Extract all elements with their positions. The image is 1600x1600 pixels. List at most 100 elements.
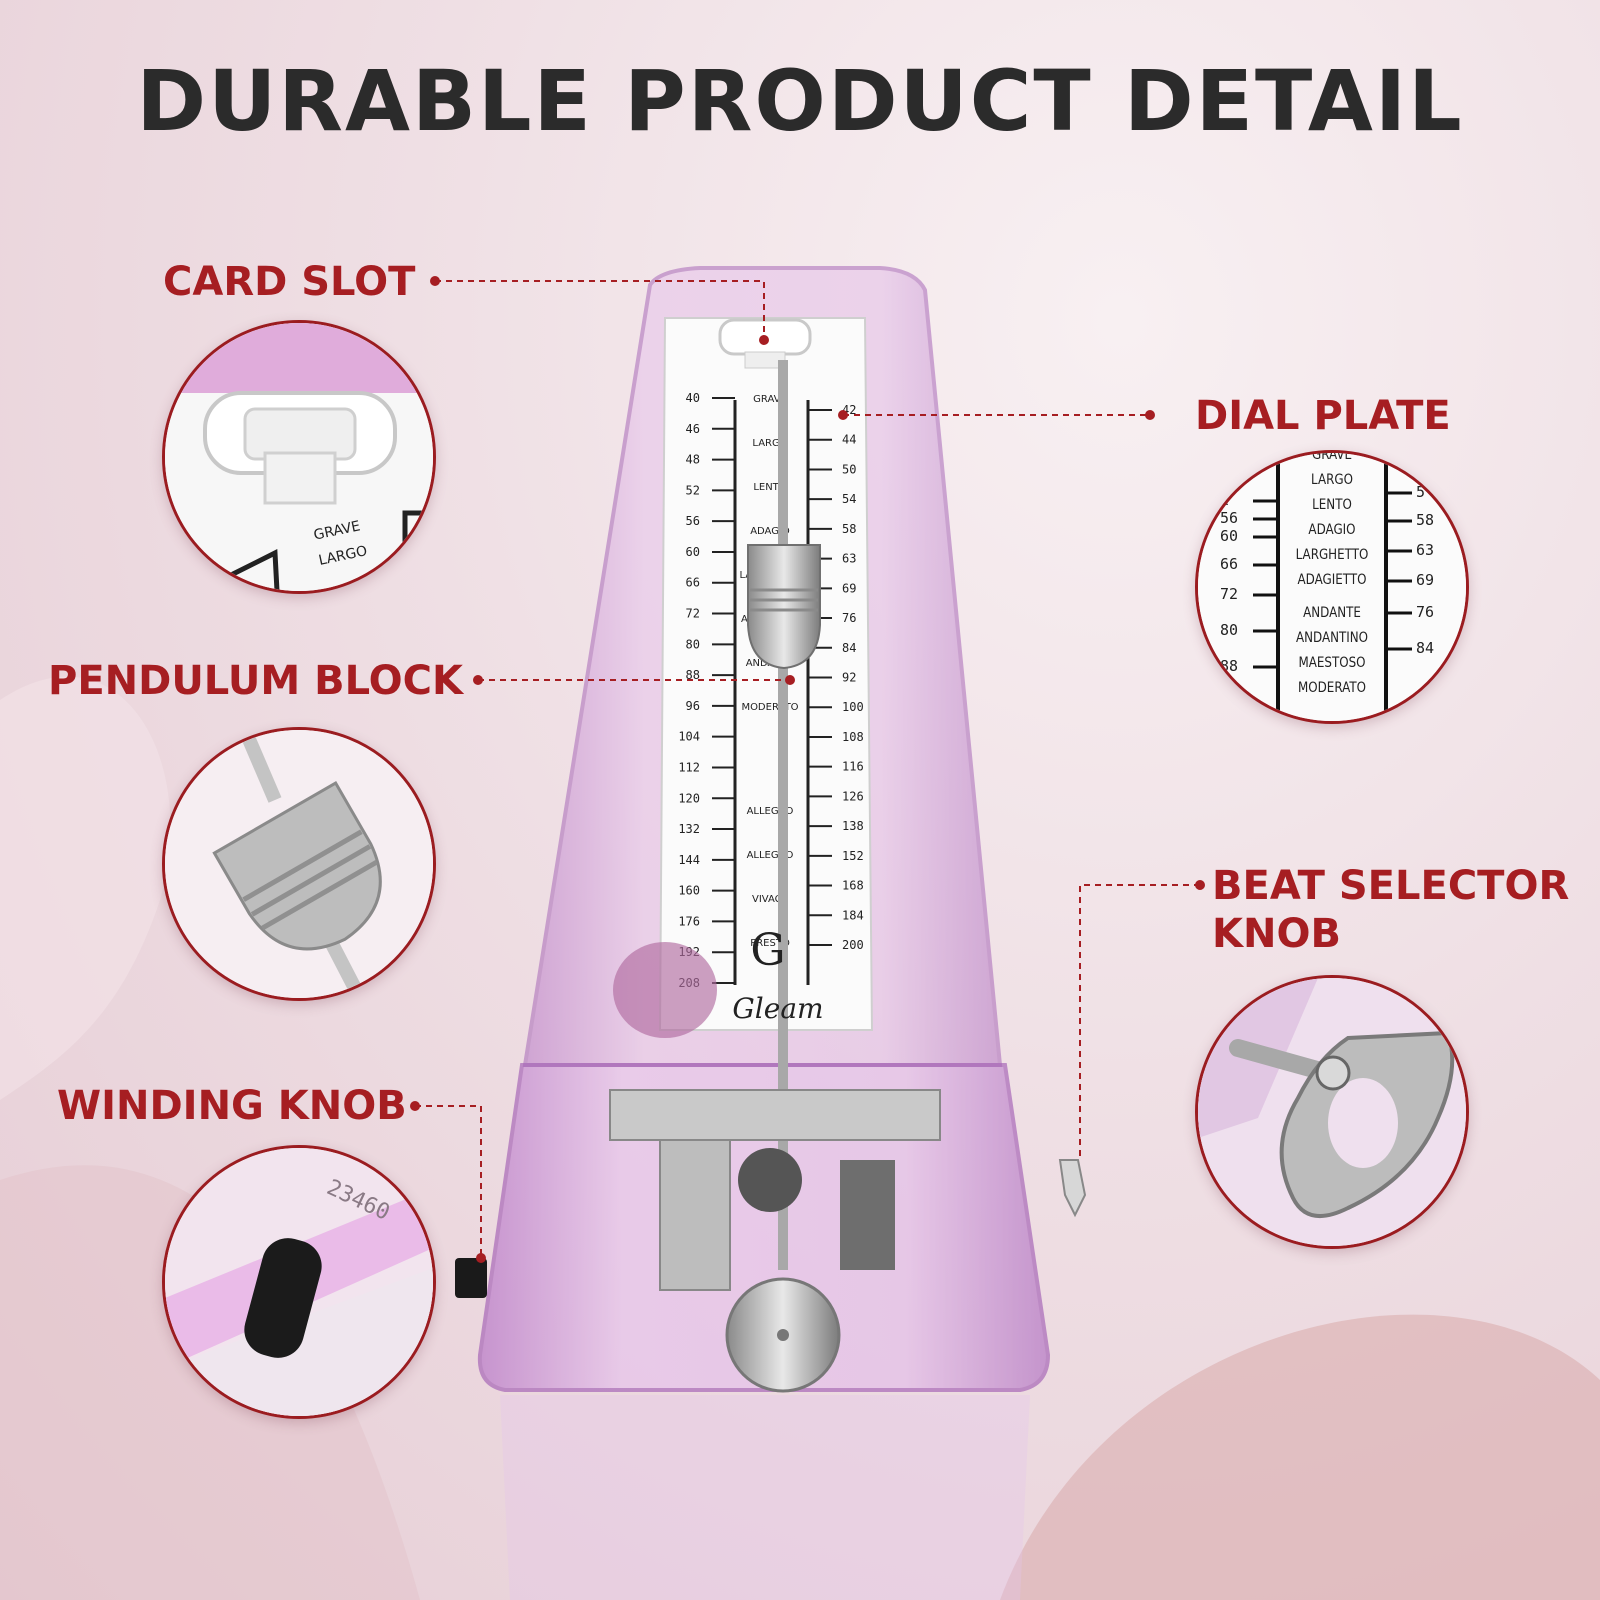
metronome-dial-plate bbox=[658, 317, 874, 1031]
dial-left-number: 88 bbox=[1220, 657, 1239, 675]
metronome-case-lower bbox=[477, 1063, 1051, 1392]
right-scale-number: 138 bbox=[842, 819, 864, 833]
metronome-bell bbox=[613, 942, 717, 1038]
metronome-tempo-word: ALLEGRO bbox=[747, 850, 794, 861]
left-scale-number: 96 bbox=[686, 699, 700, 713]
metronome-tempo-word: MODERATO bbox=[741, 702, 798, 713]
left-scale-number: 52 bbox=[686, 483, 700, 497]
right-scale-number: 84 bbox=[842, 641, 856, 655]
dial-left-number: 60 bbox=[1220, 527, 1239, 545]
dial-tempo-word: ANDANTINO bbox=[1295, 630, 1369, 646]
left-scale-number: 40 bbox=[686, 391, 700, 405]
metronome-tempo-word: PRESTO bbox=[750, 938, 790, 949]
dial-left-number: 66 bbox=[1220, 555, 1239, 573]
ribbon-shape-mid bbox=[0, 676, 171, 1100]
metronome-tempo-word: VIVACE bbox=[752, 894, 788, 905]
winding-knob-end-dot bbox=[476, 1253, 486, 1263]
right-scale-number: 116 bbox=[842, 760, 864, 774]
dial-plate-end-dot bbox=[838, 410, 848, 420]
dial-tempo-word: GRAVE bbox=[1311, 450, 1353, 463]
left-scale-number: 66 bbox=[686, 576, 700, 590]
winding-knob-detail-image bbox=[165, 1148, 433, 1416]
card-slot-detail-image bbox=[165, 323, 433, 591]
dial-tempo-word: ADAGIO bbox=[1308, 522, 1356, 538]
metronome-tempo-word: LARGO bbox=[752, 438, 787, 449]
metronome-reflection bbox=[500, 1395, 1030, 1600]
label-card-slot: CARD SLOT bbox=[163, 259, 416, 305]
dial-tempo-word: LARGO bbox=[1311, 472, 1353, 488]
pendulum-block-detail-image bbox=[165, 730, 433, 998]
page-title: DURABLE PRODUCT DETAIL bbox=[136, 52, 1464, 150]
left-scale-number: 48 bbox=[686, 453, 700, 467]
right-scale-number: 100 bbox=[842, 700, 864, 714]
dial-right-number: 58 bbox=[1416, 511, 1435, 529]
metronome-tempo-word: LENTO bbox=[753, 482, 786, 493]
left-scale-number: 80 bbox=[686, 637, 700, 651]
beat-selector-dot bbox=[1195, 880, 1205, 890]
right-scale-number: 76 bbox=[842, 611, 856, 625]
dial-right-number: 63 bbox=[1416, 541, 1435, 559]
winding-knob-detail-circle: 23460 bbox=[162, 1145, 436, 1419]
dial-right-number: 76 bbox=[1416, 603, 1435, 621]
left-scale-number: 132 bbox=[678, 822, 700, 836]
right-scale-number: 92 bbox=[842, 671, 856, 685]
left-scale-number: 112 bbox=[678, 760, 700, 774]
metronome-tempo-word: ADAGIO bbox=[750, 526, 790, 537]
metronome-gear bbox=[738, 1148, 802, 1212]
dial-tempo-word: ANDANTE bbox=[1303, 605, 1361, 621]
metronome-mechanism-plate bbox=[609, 1089, 941, 1141]
metronome-winding-knob[interactable] bbox=[455, 1258, 487, 1298]
metronome-spring-barrel bbox=[840, 1160, 895, 1270]
left-scale-number: 88 bbox=[686, 668, 700, 682]
left-scale-number: 144 bbox=[678, 853, 700, 867]
card-slot-dot bbox=[430, 276, 440, 286]
left-scale-number: 104 bbox=[678, 730, 700, 744]
dial-plate-dot bbox=[1145, 410, 1155, 420]
card-slot-line bbox=[435, 280, 765, 340]
right-scale-number: 69 bbox=[842, 581, 856, 595]
dial-tempo-word: ADAGIETTO bbox=[1297, 572, 1367, 588]
dial-left-number: 80 bbox=[1220, 621, 1239, 639]
dial-left-number: 56 bbox=[1220, 509, 1239, 527]
right-scale-number: 200 bbox=[842, 938, 864, 952]
right-scale-number: 152 bbox=[842, 849, 864, 863]
right-scale-number: 126 bbox=[842, 789, 864, 803]
dial-right-number: 84 bbox=[1416, 639, 1435, 657]
label-dial-plate: DIAL PLATE bbox=[1195, 393, 1451, 439]
right-scale-number: 63 bbox=[842, 552, 856, 566]
beat-selector-detail-circle bbox=[1195, 975, 1469, 1249]
dial-right-number: 5 bbox=[1416, 483, 1426, 501]
pendulum-block-dot bbox=[473, 675, 483, 685]
right-scale-number: 58 bbox=[842, 522, 856, 536]
beat-selector-line bbox=[1079, 884, 1200, 1160]
label-beat-selector-line2: KNOB bbox=[1212, 911, 1341, 957]
dial-left-number: 2 bbox=[1220, 491, 1230, 509]
metronome-brand: Gleam bbox=[732, 992, 823, 1025]
left-scale-number: 56 bbox=[686, 514, 700, 528]
metronome-right-ticks: 4244505458636976849210010811612613815216… bbox=[808, 403, 864, 952]
dial-left-number: 72 bbox=[1220, 585, 1239, 603]
left-scale-number: 160 bbox=[678, 884, 700, 898]
dial-tempo-word: MODERATO bbox=[1298, 680, 1366, 696]
right-scale-number: 108 bbox=[842, 730, 864, 744]
metronome-beat-selector-knob[interactable] bbox=[1058, 1159, 1087, 1218]
left-scale-number: 176 bbox=[678, 914, 700, 928]
beat-selector-detail-image bbox=[1198, 978, 1466, 1246]
metronome-mechanism-frame bbox=[659, 1139, 731, 1291]
left-scale-number: 72 bbox=[686, 607, 700, 621]
metronome-pendulum-block bbox=[747, 544, 821, 670]
card-slot-end-dot bbox=[759, 335, 769, 345]
metronome-left-ticks: 4046485256606672808896104112120132144160… bbox=[678, 391, 800, 990]
label-pendulum-block: PENDULUM BLOCK bbox=[48, 658, 463, 704]
dial-tempo-word: MAESTOSO bbox=[1298, 655, 1366, 671]
metronome-g-logo: G bbox=[750, 925, 785, 976]
label-beat-selector: BEAT SELECTOR KNOB bbox=[1212, 862, 1569, 958]
dial-plate-detail-image bbox=[1198, 453, 1466, 721]
metronome-tempo-word: ALLEGRO bbox=[747, 806, 794, 817]
right-scale-number: 184 bbox=[842, 908, 864, 922]
right-scale-number: 50 bbox=[842, 462, 856, 476]
